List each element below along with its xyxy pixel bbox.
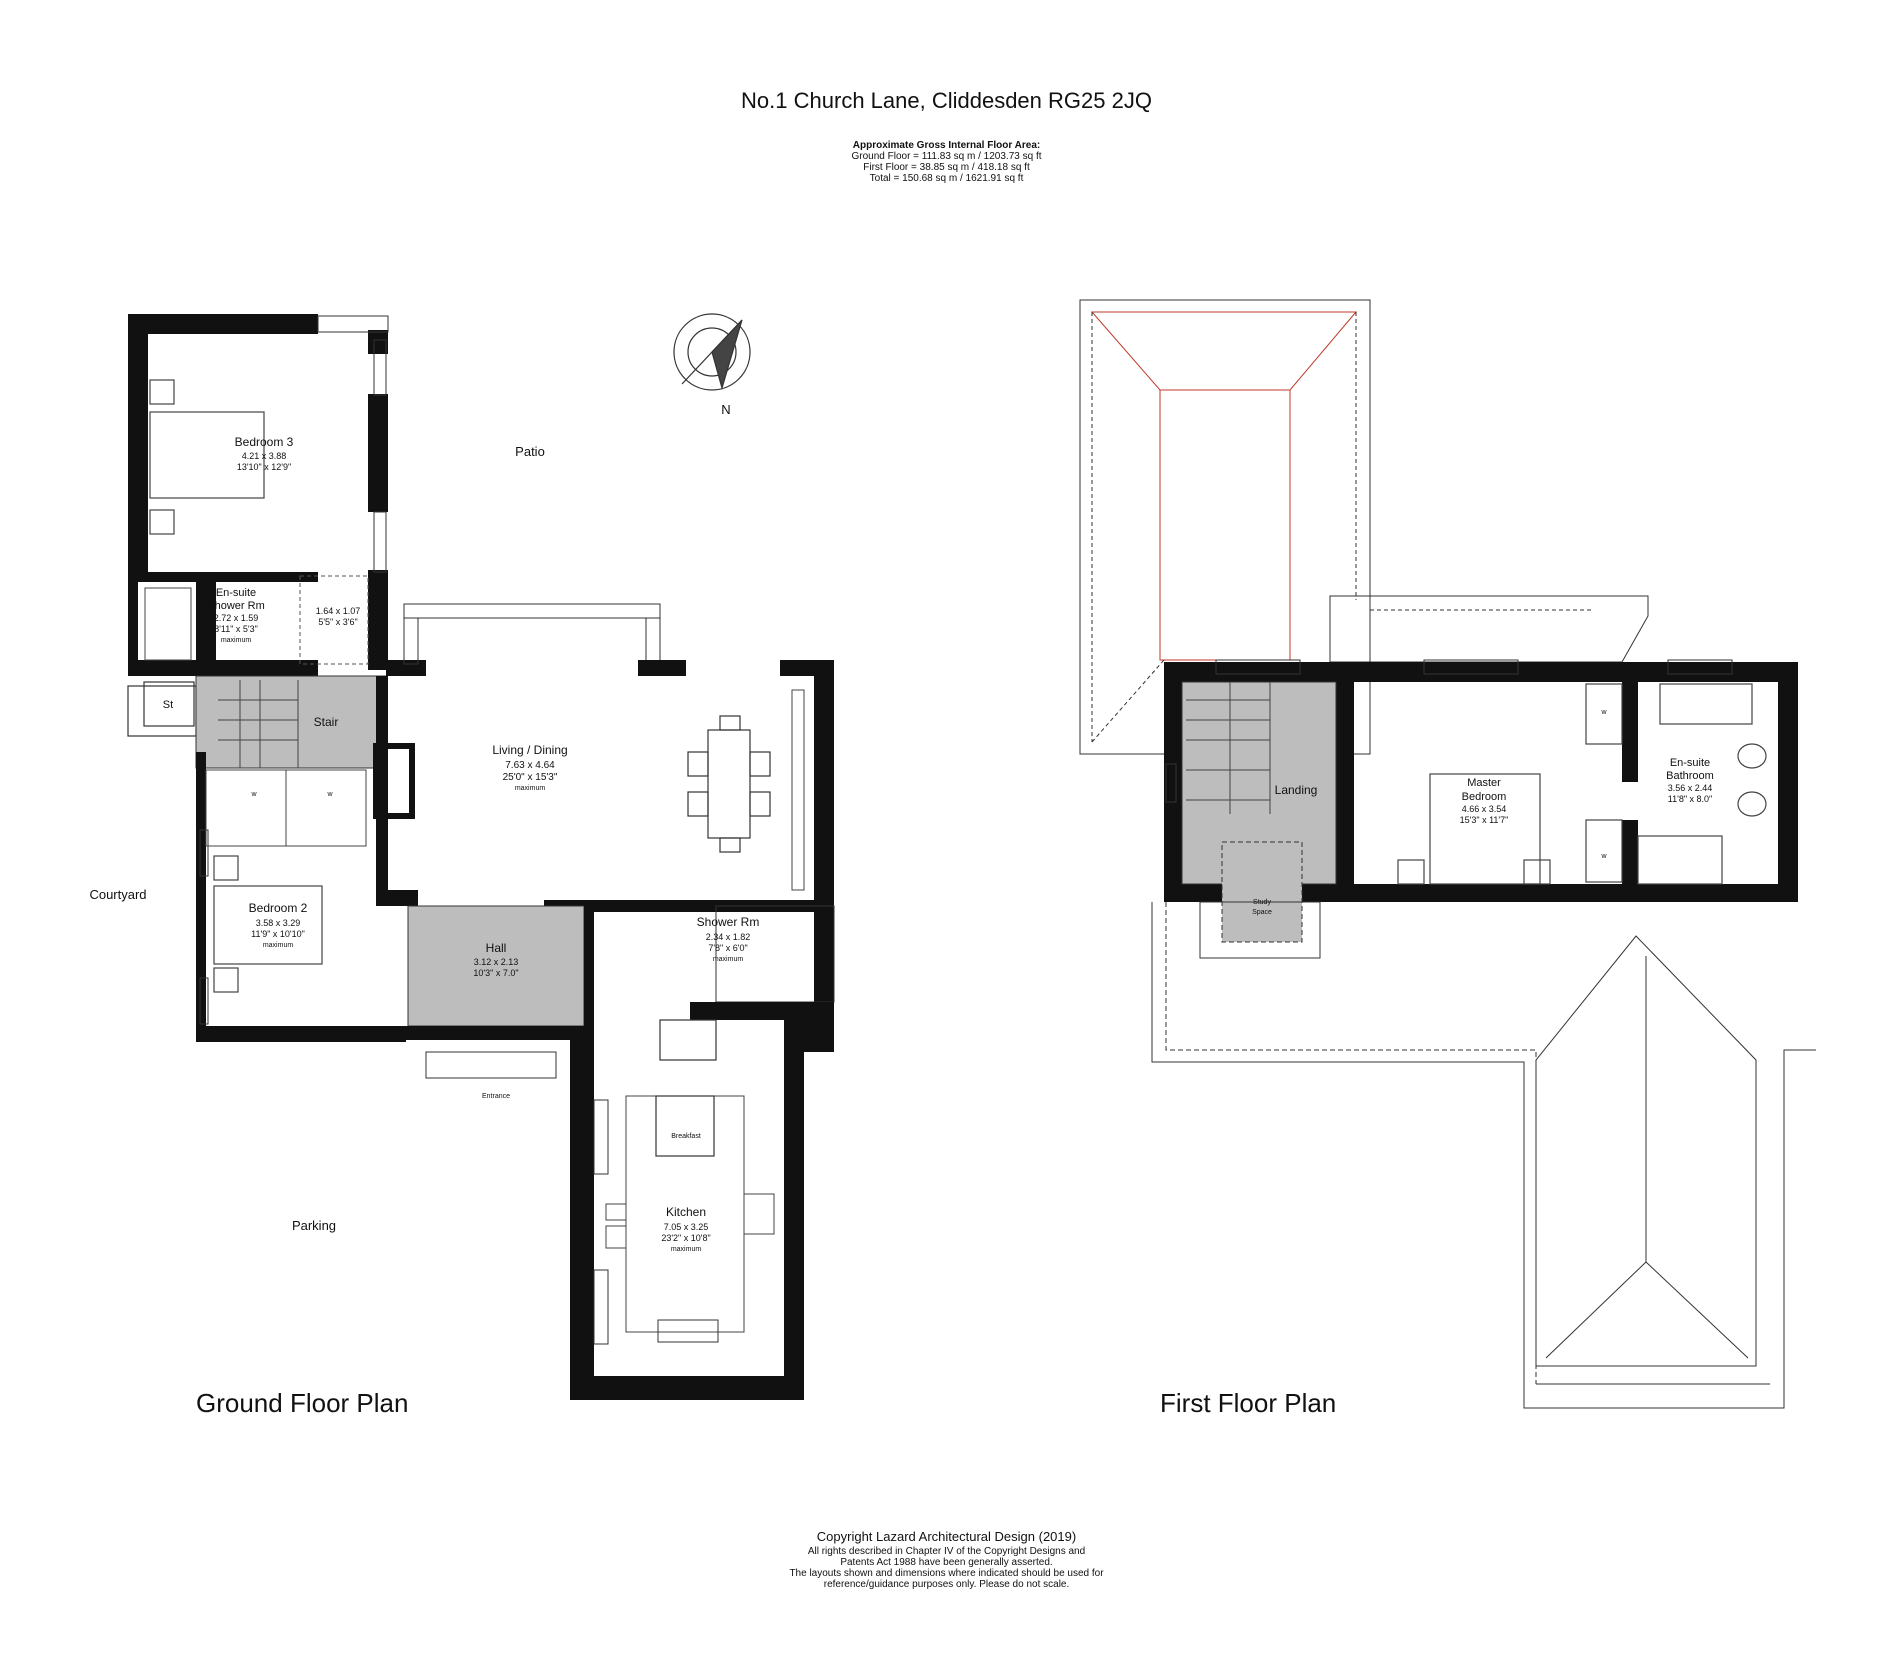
ground-floor-plan [127,313,835,1400]
ensuite-shower-imperial: 8'11" x 5'3" [214,624,258,634]
study-label-1: Study [1253,899,1271,906]
bedroom3-walls [128,314,389,670]
kitchen-imperial: 23'2" x 10'8" [661,1233,710,1243]
first-floor-plan-title: First Floor Plan [1160,1388,1337,1418]
roof-rear [1329,595,1649,663]
stair-label: Stair [314,715,339,729]
shower-rm-imperial: 7'8" x 6'0" [708,943,747,953]
ensuite-bath-metric: 3.56 x 2.44 [1668,783,1713,793]
living-dining-walls [373,603,834,1050]
ensuite-shower-name1: En-suite [216,587,256,599]
ensuite-bath-name2: Bathroom [1666,770,1714,782]
floor-area-summary: Approximate Gross Internal Floor Area: G… [0,140,1893,184]
hall-imperial: 10'3" x 7.0" [473,968,518,978]
copyright-detail-2: Patents Act 1988 have been generally ass… [840,1557,1053,1568]
store-small-imperial: 5'5" x 3'6" [318,617,357,627]
ensuite-shower-note: maximum [221,637,252,644]
bedroom3-metric: 4.21 x 3.88 [242,451,287,461]
kitchen-metric: 7.05 x 3.25 [664,1222,709,1232]
area-heading: Approximate Gross Internal Floor Area: [852,140,1041,151]
area-first: First Floor = 38.85 sq m / 418.18 sq ft [863,162,1030,173]
plan-title: No.1 Church Lane, Cliddesden RG25 2JQ [741,88,1152,113]
living-imperial: 25'0" x 15'3" [503,772,558,783]
copyright-block: Copyright Lazard Architectural Design (2… [0,1528,1893,1590]
kitchen-name: Kitchen [666,1205,706,1219]
landing-label: Landing [1275,783,1318,797]
ensuite-shower-metric: 2.72 x 1.59 [214,613,259,623]
ground-floor-plan-title: Ground Floor Plan [196,1388,409,1418]
first-floor-walls [1164,659,1798,959]
ensuite-bathroom-fittings [1637,683,1767,885]
roof-right [1151,902,1816,1409]
kitchen-note: maximum [671,1246,702,1253]
area-total: Total = 150.68 sq m / 1621.91 sq ft [869,173,1024,184]
living-metric: 7.63 x 4.64 [505,760,555,771]
copyright-detail-3: The layouts shown and dimensions where i… [789,1568,1104,1579]
ground-stair-treads [218,680,299,768]
master-furniture [1397,683,1623,885]
ensuite-bath-imperial: 11'8" x 8.0" [1668,794,1712,804]
wardrobe-label-2: w [326,791,333,798]
copyright-detail-1: All rights described in Chapter IV of th… [807,1546,1086,1557]
first-stair-treads [1186,682,1271,814]
first-floor-labels: Landing Study Space Master Bedroom 4.66 … [1252,709,1714,916]
store-cupboard [143,681,195,727]
ensuite-bath-name1: En-suite [1670,757,1710,769]
master-imperial: 15'3" x 11'7" [1460,815,1509,825]
patio-label: Patio [515,444,545,459]
north-arrow-icon [673,313,751,391]
living-note: maximum [515,785,546,792]
kitchen-walls [570,905,835,1400]
breakfast-label: Breakfast [671,1133,701,1140]
parking-label: Parking [292,1218,336,1233]
terrace-outline [1165,902,1770,1385]
master-metric: 4.66 x 3.54 [1462,804,1507,814]
st-label: St [163,699,173,711]
bedroom2-imperial: 11'9" x 10'10" [251,929,305,939]
bedroom2-note: maximum [263,942,294,949]
hall-name: Hall [486,941,507,955]
ground-floor-labels: Bedroom 3 4.21 x 3.88 13'10" x 12'9" En-… [89,402,759,1253]
ff-wardrobe-label-2: w [1600,853,1607,860]
bedroom3-name: Bedroom 3 [235,435,294,449]
area-ground: Ground Floor = 111.83 sq m / 1203.73 sq … [851,151,1042,162]
entrance-label: Entrance [482,1093,510,1100]
master-name1: Master [1467,777,1501,789]
shower-rm-note: maximum [713,956,744,963]
bedroom2-name: Bedroom 2 [249,901,308,915]
study-label-2: Space [1252,909,1272,916]
shower-rm-metric: 2.34 x 1.82 [706,932,751,942]
hall-metric: 3.12 x 2.13 [474,957,519,967]
master-name2: Bedroom [1462,791,1507,803]
ensuite-shower-name2: Shower Rm [207,600,264,612]
wardrobe-label-1: w [250,791,257,798]
first-floor-plan [1079,299,1816,1409]
ensuite-stair-walls [127,575,387,769]
copyright-detail-4: reference/guidance purposes only. Please… [823,1579,1070,1590]
bedroom2-walls [196,752,406,1042]
dining-table [687,715,771,853]
living-name: Living / Dining [492,743,567,757]
north-label: N [721,402,730,417]
copyright-line: Copyright Lazard Architectural Design (2… [816,1529,1077,1544]
store-small-metric: 1.64 x 1.07 [316,606,361,616]
bedroom3-imperial: 13'10" x 12'9" [237,462,291,472]
bedroom2-metric: 3.58 x 3.29 [256,918,301,928]
courtyard-label: Courtyard [89,887,146,902]
shower-rm-name: Shower Rm [697,915,760,929]
hall-walls [406,905,594,1079]
ff-wardrobe-label-1: w [1600,709,1607,716]
